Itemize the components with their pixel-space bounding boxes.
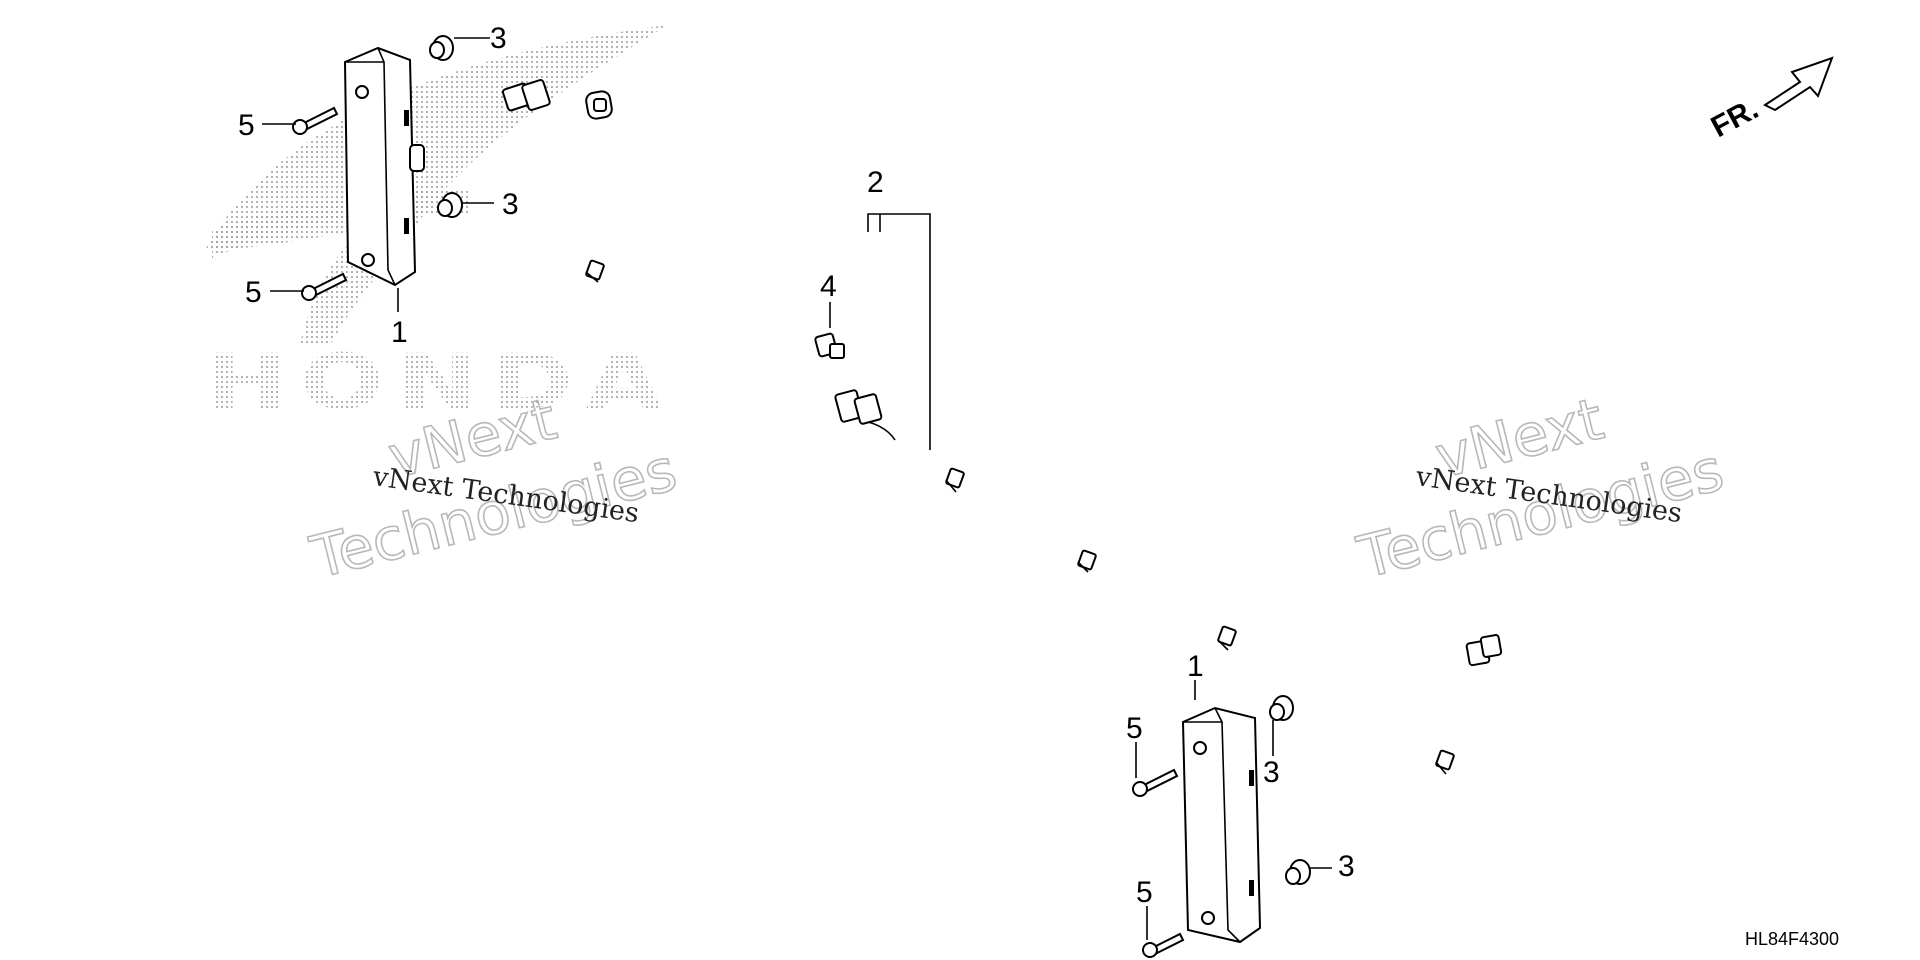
watermark-right: vNext Technologies vNext Technologies — [1350, 384, 1731, 593]
collar-3 — [1269, 695, 1294, 721]
leader-lines — [262, 37, 1332, 940]
front-direction-indicator: FR. — [1706, 56, 1834, 144]
harness-clip-3 — [1077, 549, 1097, 573]
harness-clip-4 — [1217, 625, 1237, 651]
harness-clip-5 — [1435, 749, 1455, 775]
harness-connector-b — [585, 90, 613, 120]
lamp-right — [1181, 706, 1262, 944]
bolt-1 — [292, 106, 339, 135]
callout-collar-4: 3 — [1338, 850, 1355, 883]
harness-clip-1 — [585, 259, 605, 283]
callout-collar-3: 3 — [1263, 756, 1280, 789]
callout-bolt-2: 5 — [245, 276, 262, 309]
callout-lamp-left: 1 — [391, 316, 408, 349]
callout-bolt-1: 5 — [238, 109, 255, 142]
diagram-code: HL84F4300 — [1745, 929, 1839, 949]
callout-bolt-4: 5 — [1136, 876, 1153, 909]
lamp-left — [343, 46, 425, 287]
callout-lamp-right: 1 — [1187, 650, 1204, 683]
front-arrow-icon — [1762, 56, 1834, 112]
bolt-3 — [1132, 768, 1179, 797]
callout-clip: 4 — [820, 270, 837, 303]
front-direction-label: FR. — [1706, 92, 1764, 144]
collar-2 — [437, 192, 463, 218]
callout-bolt-3: 5 — [1126, 712, 1143, 745]
callout-harness: 2 — [867, 166, 884, 199]
harness-connector-c — [834, 389, 883, 425]
harness-connector-a — [501, 79, 551, 112]
harness-connector-d — [1465, 634, 1503, 667]
bolt-4 — [1142, 932, 1185, 958]
collar-4 — [1285, 859, 1311, 885]
callout-collar-2: 3 — [502, 188, 519, 221]
collar-1 — [429, 35, 454, 61]
callout-collar-1: 3 — [490, 22, 507, 55]
harness-clip-2 — [945, 467, 965, 493]
clip-part — [814, 332, 845, 359]
wire-harness — [501, 79, 1517, 775]
bolt-2 — [301, 272, 348, 301]
honda-logo: HONDA — [205, 25, 675, 426]
honda-logo-text: HONDA — [205, 337, 675, 426]
